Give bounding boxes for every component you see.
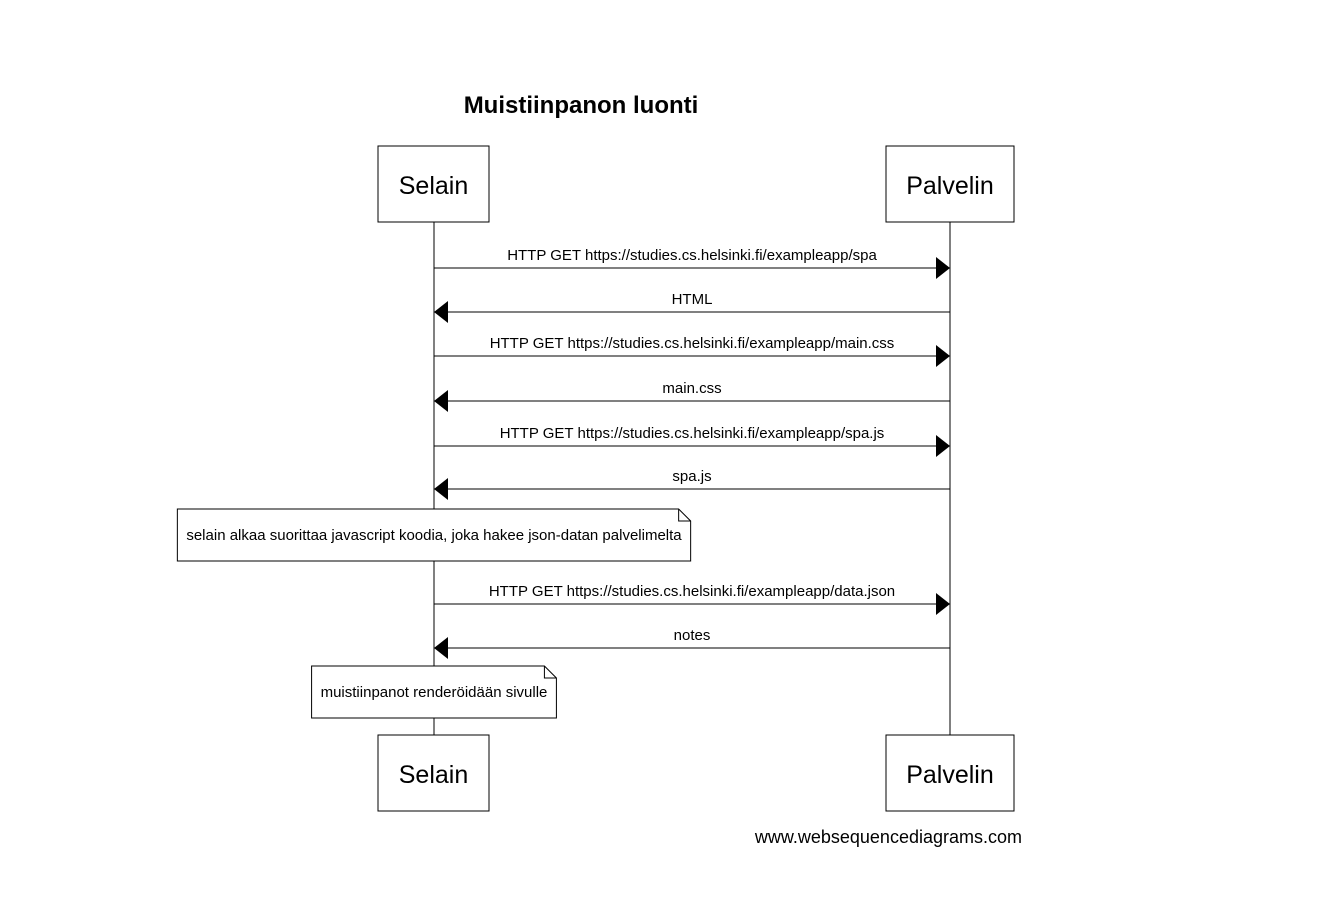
- steps: HTTP GET https://studies.cs.helsinki.fi/…: [176, 247, 950, 719]
- participant-box: [377, 734, 490, 812]
- watermark: www.websequencediagrams.com: [754, 827, 1022, 847]
- participant-selain-top: Selain: [377, 145, 490, 223]
- participant-box: [377, 145, 490, 223]
- message-label: HTML: [672, 291, 713, 308]
- participant-label: Selain: [399, 172, 469, 200]
- participant-palvelin-bottom: Palvelin: [885, 734, 1015, 812]
- participant-box: [885, 145, 1015, 223]
- note-fold: [678, 509, 691, 522]
- participant-label: Palvelin: [906, 172, 994, 200]
- message-4: main.css: [434, 380, 950, 412]
- message-label: HTTP GET https://studies.cs.helsinki.fi/…: [500, 425, 885, 442]
- message-label: main.css: [662, 380, 721, 397]
- message-8: HTTP GET https://studies.cs.helsinki.fi/…: [434, 583, 950, 615]
- message-5: HTTP GET https://studies.cs.helsinki.fi/…: [434, 425, 950, 457]
- diagram-title: Muistiinpanon luonti: [464, 92, 699, 119]
- arrowhead: [434, 301, 448, 323]
- lifelines: [433, 222, 951, 735]
- message-label: notes: [674, 627, 711, 644]
- message-label: spa.js: [672, 468, 711, 485]
- message-label: HTTP GET https://studies.cs.helsinki.fi/…: [489, 583, 895, 600]
- message-1: HTTP GET https://studies.cs.helsinki.fi/…: [434, 247, 950, 279]
- message-label: HTTP GET https://studies.cs.helsinki.fi/…: [490, 335, 895, 352]
- participant-box: [885, 734, 1015, 812]
- participant-label: Selain: [399, 761, 469, 789]
- participant-label: Palvelin: [906, 761, 994, 789]
- note-box: [311, 665, 557, 719]
- arrowhead: [434, 390, 448, 412]
- arrowhead: [434, 637, 448, 659]
- note-10: muistiinpanot renderöidään sivulle: [311, 665, 557, 719]
- message-6: spa.js: [434, 468, 950, 500]
- arrowhead: [936, 593, 950, 615]
- note-box: [176, 508, 692, 562]
- arrowhead: [434, 478, 448, 500]
- arrowhead: [936, 345, 950, 367]
- arrowhead: [936, 257, 950, 279]
- note-7: selain alkaa suorittaa javascript koodia…: [176, 508, 692, 562]
- note-label: muistiinpanot renderöidään sivulle: [321, 684, 548, 701]
- note-label: selain alkaa suorittaa javascript koodia…: [186, 527, 682, 544]
- message-label: HTTP GET https://studies.cs.helsinki.fi/…: [507, 247, 877, 264]
- participant-selain-bottom: Selain: [377, 734, 490, 812]
- note-fold: [543, 666, 557, 679]
- arrowhead: [936, 435, 950, 457]
- participant-palvelin-top: Palvelin: [885, 145, 1015, 223]
- message-2: HTML: [434, 291, 950, 323]
- message-3: HTTP GET https://studies.cs.helsinki.fi/…: [434, 335, 950, 367]
- message-9: notes: [434, 627, 950, 659]
